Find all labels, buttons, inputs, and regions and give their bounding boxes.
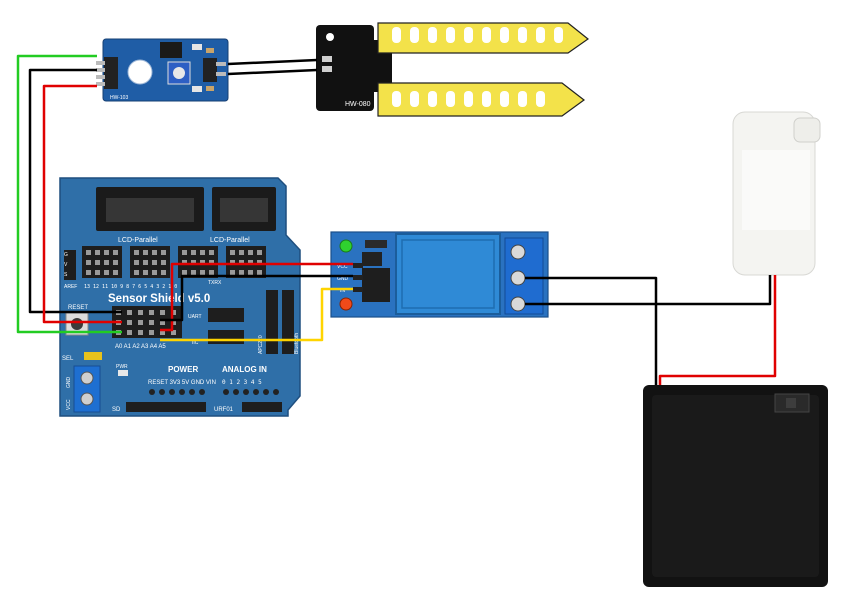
aref-label: AREF	[64, 284, 77, 290]
iic-header	[208, 330, 244, 344]
relay-power-led	[339, 239, 353, 253]
relay-module: VCC GND IN	[330, 231, 549, 318]
module-led-1	[192, 44, 202, 50]
power-pin-labels: RESET 3V3 5V GND VIN	[148, 380, 216, 386]
bluetooth-label: Bluetooth	[294, 333, 300, 354]
wire-green-signal	[16, 54, 122, 334]
relay-terminal-nc	[510, 244, 526, 260]
module-pin-2	[96, 68, 105, 72]
relay-diode	[365, 240, 387, 248]
analog-pin-labels: 0 1 2 3 4 5	[222, 379, 262, 386]
wire-relay-no-pump	[525, 275, 772, 306]
pump-outlet	[793, 117, 821, 143]
relay-in-label: IN	[340, 288, 345, 294]
apc220-header	[266, 290, 278, 354]
module-pin-3	[96, 75, 105, 79]
relay-vcc-label: VCC	[337, 264, 348, 270]
module-pot-knob	[173, 67, 185, 79]
analog-in-label: ANALOG IN	[222, 365, 267, 374]
analog-header-labels: A0 A1 A2 A3 A4 A5	[115, 344, 166, 350]
analog-gvs-header	[112, 306, 182, 338]
wire-relay-in	[160, 287, 353, 342]
uart-label: UART	[188, 314, 202, 320]
relay-gnd-label: GND	[337, 276, 349, 282]
module-pin-4	[96, 82, 105, 86]
sel-jumper[interactable]	[84, 352, 102, 360]
module-probe-pin-2	[216, 72, 226, 76]
urf01-header	[242, 402, 282, 412]
lcd-parallel-label-2: LCD-Parallel	[210, 237, 250, 244]
sensor-shield-board: LCD-Parallel LCD-Parallel G V S 13 12	[59, 177, 301, 417]
battery-box	[643, 385, 828, 587]
module-comparator-chip	[160, 42, 182, 58]
terminal-vcc-label: VCC	[66, 399, 72, 410]
uart-header	[208, 308, 244, 322]
relay-terminal-no	[510, 296, 526, 312]
pwr-led	[118, 370, 128, 376]
gvs-label-s: S	[64, 272, 68, 278]
wire-relay-gnd	[160, 274, 353, 322]
probe-pin-1	[322, 56, 332, 62]
relay-cube	[395, 233, 501, 315]
relay-status-led	[339, 297, 353, 311]
wire-black-gnd	[28, 68, 122, 314]
probe-pin-2	[322, 66, 332, 72]
moisture-sensor-module: HW-103	[96, 38, 229, 102]
wire-probe-2	[227, 68, 318, 76]
pwr-label: PWR	[116, 364, 128, 370]
wire-relay-vcc	[160, 262, 353, 332]
water-pump	[732, 111, 821, 276]
module-resistor-1	[206, 48, 214, 53]
module-led-2	[192, 86, 202, 92]
urf01-label: URF01	[214, 407, 234, 413]
sd-header	[126, 402, 206, 412]
lcd-parallel-label-1: LCD-Parallel	[118, 237, 158, 244]
terminal-gnd-label: GND	[66, 377, 72, 389]
relay-transistor	[362, 252, 382, 266]
probe-label: HW-080	[345, 101, 371, 108]
power-label: POWER	[168, 365, 198, 374]
module-probe-header	[203, 58, 217, 82]
lcd-parallel-header-1	[96, 187, 204, 231]
probe-prong-holes	[392, 27, 563, 107]
digital-pin-numbers: 13 12 11 10 9 8 7 6 5 4 3 2 1 0	[84, 284, 177, 290]
lcd-parallel-header-2	[212, 187, 276, 231]
iic-label: IIC	[192, 340, 199, 346]
bluetooth-header	[282, 290, 294, 354]
power-pin-row	[149, 389, 279, 395]
sel-label: SEL	[62, 356, 74, 362]
probe-body	[316, 25, 374, 111]
module-probe-pin-1	[216, 62, 226, 66]
probe-prong-lower	[377, 82, 586, 117]
module-header	[104, 57, 118, 89]
probe-mount-hole	[326, 33, 334, 41]
wire-battery-pump	[658, 275, 777, 385]
module-pin-1	[96, 61, 105, 65]
wire-red-vcc	[42, 84, 122, 324]
gvs-label-g: G	[64, 252, 68, 258]
relay-terminal-com	[510, 270, 526, 286]
relay-pin-vcc	[353, 263, 363, 268]
relay-pin-gnd	[353, 275, 363, 280]
txrx-label: TXRX	[208, 280, 222, 286]
apc220-label: APC220	[258, 335, 264, 354]
module-resistor-2	[206, 86, 214, 91]
wire-relay-com-battery	[525, 276, 658, 385]
wires	[16, 54, 777, 385]
shield-pcb	[59, 177, 301, 417]
wire-probe-1	[227, 58, 318, 66]
relay-pin-in	[353, 287, 363, 292]
sd-label: SD	[112, 407, 121, 413]
relay-input-header	[362, 268, 390, 302]
soil-moisture-probe: HW-080	[316, 22, 590, 117]
shield-title: Sensor Shield v5.0	[108, 293, 210, 305]
gvs-label-v: V	[64, 262, 68, 268]
reset-label: RESET	[68, 305, 88, 311]
module-mount-hole	[127, 59, 153, 85]
module-label: HW-103	[110, 95, 128, 101]
